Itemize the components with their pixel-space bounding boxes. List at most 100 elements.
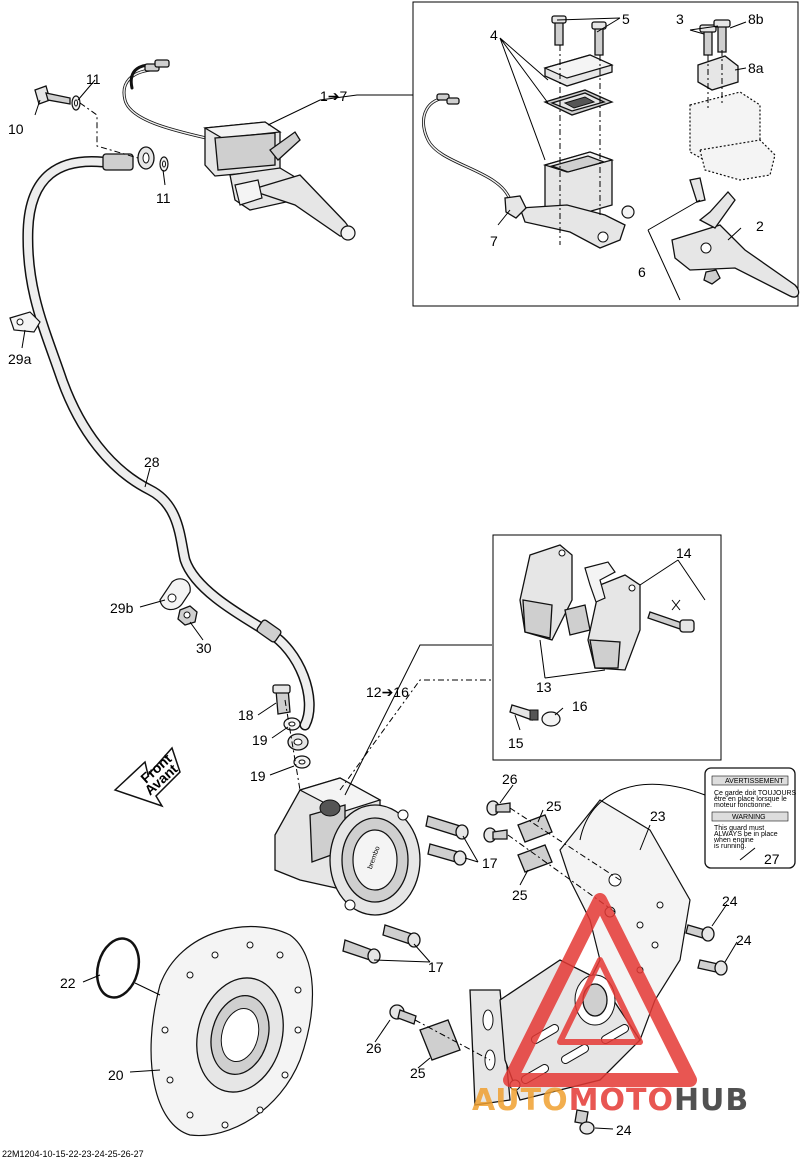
- nut-30: [177, 605, 198, 626]
- hose-clamp-29b: [159, 578, 191, 611]
- screws-24: [574, 924, 728, 1135]
- callout-17-lower: 17: [428, 959, 444, 975]
- callout-27: 27: [764, 851, 780, 867]
- callout-16: 16: [572, 698, 588, 714]
- callout-14: 14: [676, 545, 692, 561]
- callout-4: 4: [490, 27, 498, 43]
- callout-1-7: 1➔7: [320, 88, 348, 104]
- brake-pads-detail-box: [492, 534, 722, 761]
- hose-fitting: [287, 733, 309, 751]
- callout-24-lower: 24: [616, 1122, 632, 1138]
- callout-line-12-16: [344, 644, 492, 796]
- callout-26-lower: 26: [366, 1040, 382, 1056]
- reference-code: 22M1204-10-15-22-23-24-25-26-27: [2, 1149, 144, 1159]
- callout-13: 13: [536, 679, 552, 695]
- watermark-part-2: MOTO: [569, 1083, 674, 1118]
- callout-29a: 29a: [8, 351, 32, 367]
- callout-24-middle: 24: [736, 932, 752, 948]
- warning-decal-27: AVERTISSEMENT Ce garde doit TOUJOURS êtr…: [704, 767, 797, 869]
- warning-text-en-3: when engine: [713, 837, 754, 844]
- automotohub-watermark: AUTOMOTOHUB: [472, 893, 749, 1118]
- callout-22: 22: [60, 975, 76, 991]
- inset-leaders: [497, 17, 747, 301]
- warning-text-en-1: This guard must: [714, 825, 764, 832]
- sealing-washer-11-bottom: [159, 156, 169, 172]
- callout-8b: 8b: [748, 11, 764, 27]
- diaphragm-plate-4: [543, 89, 614, 116]
- lever-2-inset: [671, 177, 800, 298]
- callout-25-middle: 25: [512, 887, 528, 903]
- callout-30: 30: [196, 640, 212, 656]
- callout-7: 7: [490, 233, 498, 249]
- watermark-part-3: HUB: [674, 1083, 749, 1118]
- callout-23: 23: [650, 808, 666, 824]
- front-direction-arrow: Front Avant: [113, 746, 181, 808]
- brake-disc-20: [150, 925, 314, 1137]
- callout-20: 20: [108, 1067, 124, 1083]
- callout-2: 2: [756, 218, 764, 234]
- callout-24-upper: 24: [722, 893, 738, 909]
- watermark-triangle: [503, 893, 697, 1087]
- callout-12-16: 12➔16: [366, 684, 409, 700]
- o-ring-22: [95, 937, 141, 999]
- warning-title-en: WARNING: [732, 814, 766, 821]
- master-cylinder-ghost-8b: [689, 91, 776, 181]
- callout-25-upper: 25: [546, 798, 562, 814]
- caliper-bolts-17-lower: [342, 924, 421, 964]
- decal-pointer: [579, 783, 706, 841]
- warning-text-fr-3: moteur fonctionne.: [714, 802, 772, 809]
- caliper-axis: [284, 679, 492, 791]
- spacer-25-lower: [419, 1019, 461, 1061]
- banjo-fitting: [137, 146, 155, 170]
- clamp-8a-and-bolts-3: [697, 19, 739, 91]
- callout-3: 3: [676, 11, 684, 27]
- brake-switch-7: [422, 93, 527, 219]
- callout-10: 10: [8, 121, 24, 137]
- callout-8a: 8a: [748, 60, 764, 76]
- warning-text-fr-1: Ce garde doit TOUJOURS: [714, 790, 797, 797]
- callout-29b: 29b: [110, 600, 134, 616]
- callout-6: 6: [638, 264, 646, 280]
- callout-11-bottom: 11: [156, 190, 171, 206]
- warning-title-fr: AVERTISSEMENT: [725, 778, 784, 785]
- warning-text-en-2: ALWAYS be in place: [714, 831, 778, 838]
- guard-axis-lines: [414, 807, 621, 1061]
- master-cylinder-detail-box: [412, 1, 799, 307]
- pad-pin-14: [647, 599, 695, 633]
- brake-caliper-12: brembo: [274, 777, 421, 916]
- watermark-logo-text: AUTOMOTOHUB: [472, 1083, 749, 1118]
- callout-28: 28: [144, 454, 160, 470]
- pads-inset-leaders: [514, 559, 706, 731]
- watermark-part-1: AUTO: [472, 1083, 569, 1118]
- warning-text-en-4: is running.: [714, 843, 746, 850]
- callout-18: 18: [238, 707, 254, 723]
- warning-text-fr-2: être en place lorsque le: [714, 796, 787, 803]
- brake-pads-13: [519, 544, 641, 671]
- sealing-washer-11-top: [71, 95, 81, 111]
- assembly-axis-10: [79, 102, 139, 159]
- main-leaders: [21, 79, 756, 1130]
- master-cylinder-assembly: [122, 59, 356, 241]
- banjo-bolt-10: [34, 85, 71, 105]
- callout-25-lower: 25: [410, 1065, 426, 1081]
- callout-15: 15: [508, 735, 524, 751]
- callout-19-top: 19: [252, 732, 268, 748]
- callout-11-top: 11: [86, 71, 101, 87]
- callout-17-upper: 17: [482, 855, 498, 871]
- spacers-25-upper: [517, 814, 553, 873]
- bleeder-cap-16: [541, 711, 561, 727]
- caliper-bolts-17-upper: [425, 815, 469, 866]
- washer-19-bottom: [293, 755, 311, 769]
- banjo-bolt-18: [272, 684, 291, 715]
- master-cylinder-body-inset: [519, 151, 635, 249]
- callout-labels: 1➔7 2 3 4 5 6 7 8a 8b 10 11 11 12➔16 13 …: [8, 11, 780, 1138]
- inset-screws-5: [551, 15, 607, 56]
- callout-line-1-7: [267, 94, 413, 126]
- callout-19-bottom: 19: [250, 768, 266, 784]
- screws-26-upper: [483, 800, 511, 843]
- reservoir-cover-4: [543, 54, 614, 87]
- bleeder-valve-15: [509, 704, 539, 721]
- callout-5: 5: [622, 11, 630, 27]
- callout-26-upper: 26: [502, 771, 518, 787]
